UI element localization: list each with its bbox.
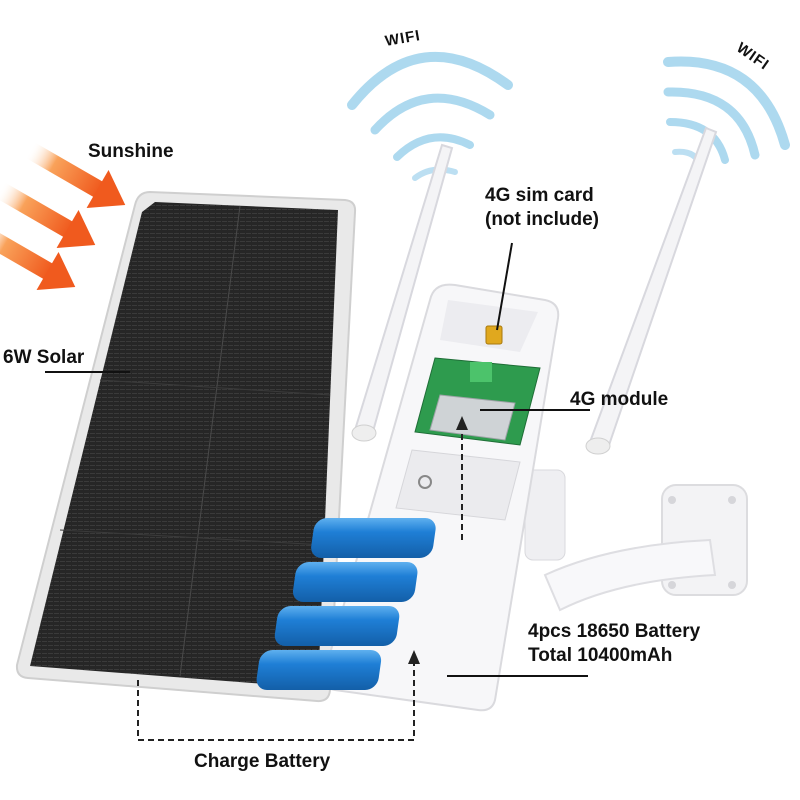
charge-path-dashed [137, 425, 463, 741]
sunshine-label: Sunshine [88, 141, 174, 162]
4g-module-label: 4G module [570, 389, 669, 410]
battery-label-line1: 4pcs 18650 Battery [528, 621, 701, 642]
solar-panel-icon [15, 190, 357, 703]
solar-panel-label: 6W Solar [3, 347, 85, 368]
wall-mount-icon [524, 469, 748, 612]
wifi-left-icon [347, 52, 513, 181]
battery-label-line2: Total 10400mAh [528, 645, 673, 666]
wifi-right-icon [663, 56, 790, 168]
sim-card-label: 4G sim card (not include) [485, 184, 599, 232]
battery-label: 4pcs 18650 Battery Total 10400mAh [528, 620, 700, 668]
antenna-left-icon [351, 143, 454, 442]
leader-lines [45, 242, 590, 677]
sim-card-label-line2: (not include) [485, 209, 599, 230]
sun-arrows-icon [0, 142, 126, 291]
sim-card-icon [485, 325, 503, 345]
module-arrow-icon [456, 416, 468, 430]
antenna-right-icon [585, 126, 718, 455]
charge-battery-label: Charge Battery [194, 751, 331, 772]
sim-card-label-line1: 4G sim card [485, 185, 594, 206]
charge-arrow-icon [408, 650, 420, 664]
battery-pack-icon [256, 518, 436, 690]
camera-housing-icon [256, 283, 560, 712]
